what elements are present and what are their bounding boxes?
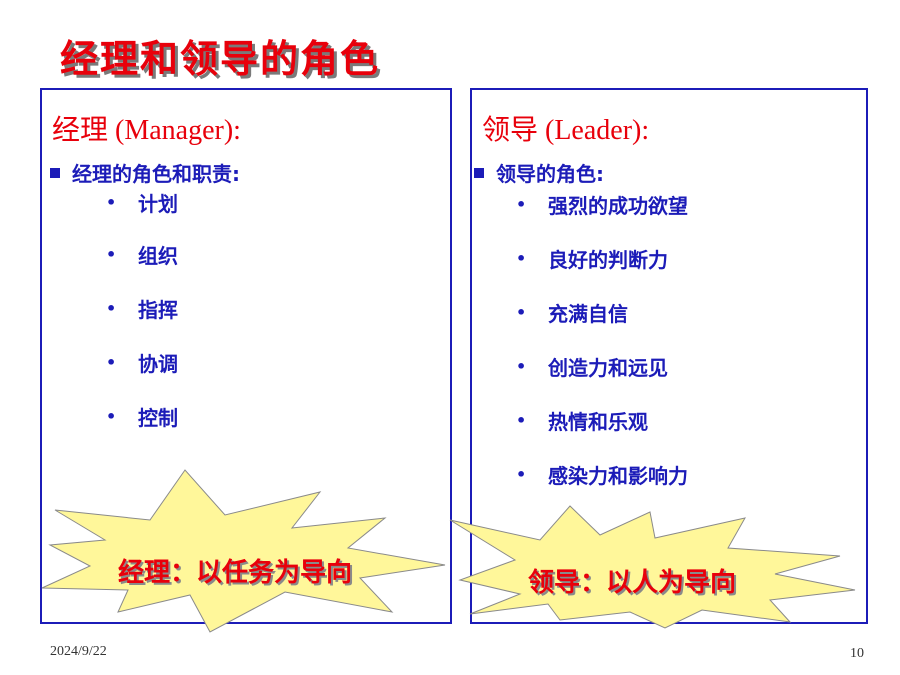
page-number: 10 — [850, 646, 864, 661]
list-item: •热情和乐观 — [516, 410, 648, 434]
dot-bullet-icon: • — [516, 357, 527, 376]
slide-title: 经理和领导的角色 — [60, 37, 381, 81]
dot-bullet-icon: • — [516, 195, 527, 214]
dot-bullet-icon: • — [106, 193, 117, 212]
leader-heading: 领导 (Leader): — [482, 115, 650, 146]
dot-bullet-icon: • — [516, 411, 527, 430]
leader-burst-text: 领导：以人为导向 — [528, 568, 737, 598]
dot-bullet-icon: • — [106, 407, 117, 426]
list-item: •充满自信 — [516, 302, 628, 326]
list-item: •指挥 — [106, 298, 178, 322]
manager-subheading-text: 经理的角色和职责: — [72, 162, 240, 186]
list-item: •协调 — [106, 352, 178, 376]
list-item: •组织 — [106, 244, 178, 268]
dot-bullet-icon: • — [516, 303, 527, 322]
list-item: •良好的判断力 — [516, 248, 668, 272]
list-item: •强烈的成功欲望 — [516, 194, 688, 218]
dot-bullet-icon: • — [106, 245, 117, 264]
list-item: •感染力和影响力 — [516, 464, 688, 488]
manager-heading: 经理 (Manager): — [52, 115, 241, 146]
manager-burst-text: 经理：以任务为导向 — [118, 558, 353, 588]
list-item: •创造力和远见 — [516, 356, 668, 380]
leader-subheading: 领导的角色: — [474, 158, 604, 187]
footer-date: 2024/9/22 — [50, 644, 107, 659]
dot-bullet-icon: • — [106, 299, 117, 318]
leader-subheading-text: 领导的角色: — [496, 162, 604, 186]
list-item: •控制 — [106, 406, 178, 430]
list-item: •计划 — [106, 192, 178, 216]
dot-bullet-icon: • — [516, 249, 527, 268]
square-bullet-icon — [50, 167, 60, 178]
dot-bullet-icon: • — [106, 353, 117, 372]
manager-subheading: 经理的角色和职责: — [50, 158, 240, 187]
dot-bullet-icon: • — [516, 465, 527, 484]
square-bullet-icon — [474, 167, 484, 178]
